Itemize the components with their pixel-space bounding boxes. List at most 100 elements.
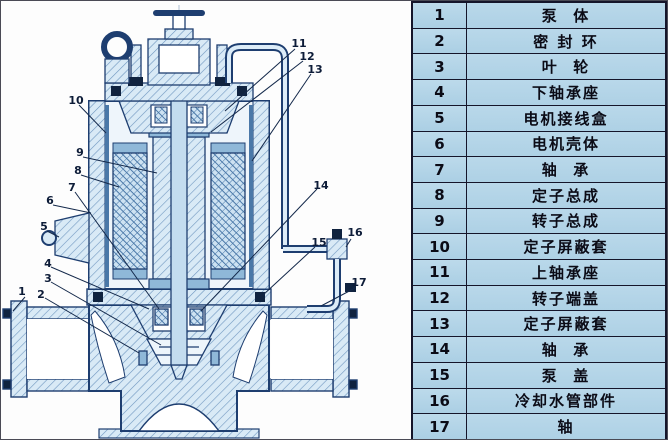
stator-end-winding — [210, 142, 246, 154]
callout-12: 12 — [299, 50, 314, 63]
callout-2: 2 — [37, 288, 45, 301]
seal-ring — [210, 350, 220, 366]
part-number-cell: 16 — [413, 388, 467, 414]
cooling-water-piping — [225, 43, 356, 313]
callout-4: 4 — [44, 257, 52, 270]
part-number-cell: 14 — [413, 337, 467, 362]
part-number-cell: 8 — [413, 182, 467, 208]
pump-body-base-pipework — [2, 300, 358, 398]
part-name-cell: 泵 体 — [467, 3, 665, 28]
part-number-cell: 13 — [413, 311, 467, 337]
eye-pedestal — [104, 58, 130, 84]
part-name-cell: 定子屏蔽套 — [467, 234, 665, 260]
part-number-cell: 6 — [413, 131, 467, 157]
table-row: 12 转子端盖 — [413, 285, 665, 312]
base-arch — [137, 403, 221, 432]
part-name-cell: 转子端盖 — [467, 285, 665, 311]
discharge-flange — [332, 300, 350, 398]
cover-bolt — [237, 86, 247, 96]
cooling-pipe-fitting — [326, 238, 348, 260]
part-number-cell: 3 — [413, 54, 467, 80]
bearing-upper — [190, 106, 204, 124]
callout-7: 7 — [68, 181, 76, 194]
table-row: 7 轴 承 — [413, 157, 665, 183]
table-row: 6 电机壳体 — [413, 131, 665, 158]
part-number-cell: 15 — [413, 362, 467, 388]
part-name-cell: 转子总成 — [467, 208, 665, 234]
stator-assembly — [210, 152, 246, 270]
flange-bolt — [348, 379, 358, 390]
part-number-cell: 4 — [413, 80, 467, 105]
table-row: 10 定子屏蔽套 — [413, 234, 665, 261]
pump-cross-section-diagram: 1 2 3 4 5 6 7 8 9 10 11 12 13 14 15 16 1… — [1, 1, 411, 439]
part-name-cell: 轴 承 — [467, 157, 665, 182]
motor-junction-box — [41, 212, 90, 264]
part-name-cell: 定子总成 — [467, 182, 665, 208]
table-row: 1 泵 体 — [413, 3, 665, 29]
cover-bolt — [93, 292, 103, 302]
callout-17: 17 — [351, 276, 366, 289]
part-number-cell: 11 — [413, 260, 467, 285]
stud-nut — [215, 77, 230, 86]
table-row: 15 泵 盖 — [413, 362, 665, 389]
table-row: 2 密 封 环 — [413, 28, 665, 55]
part-name-cell: 泵 盖 — [467, 362, 665, 388]
t-handle — [153, 10, 205, 16]
callout-11: 11 — [291, 37, 306, 50]
pipe-bore — [27, 319, 89, 379]
part-name-cell: 上轴承座 — [467, 260, 665, 285]
stator-end-winding — [112, 142, 148, 154]
bearing-lower — [189, 308, 204, 326]
table-row: 16 冷却水管部件 — [413, 388, 665, 415]
table-row: 5 电机接线盒 — [413, 105, 665, 132]
table-row: 8 定子总成 — [413, 182, 665, 209]
cover-bolt — [111, 86, 121, 96]
callout-10: 10 — [68, 94, 84, 107]
suction-flange — [10, 300, 28, 398]
table-row: 13 定子屏蔽套 — [413, 311, 665, 338]
part-name-cell: 冷却水管部件 — [467, 388, 665, 414]
table-row: 11 上轴承座 — [413, 260, 665, 286]
part-name-cell: 密 封 环 — [467, 28, 665, 54]
part-number-cell: 10 — [413, 234, 467, 260]
flange-bolt — [2, 308, 12, 319]
callout-13: 13 — [307, 63, 322, 76]
stator-end-winding — [112, 268, 148, 280]
motor-shell-wall — [252, 100, 270, 290]
part-number-cell: 7 — [413, 157, 467, 182]
part-name-cell: 定子屏蔽套 — [467, 311, 665, 337]
part-name-cell: 下轴承座 — [467, 80, 665, 105]
callout-5: 5 — [40, 220, 48, 233]
callout-9: 9 — [76, 146, 84, 159]
pump-drawing-svg: 1 2 3 4 5 6 7 8 9 10 11 12 13 14 15 16 1… — [2, 5, 367, 439]
flow-channel-left — [90, 310, 126, 384]
stator-assembly — [112, 152, 148, 270]
part-name-cell: 电机壳体 — [467, 131, 665, 157]
callout-14: 14 — [313, 179, 329, 192]
pipe-wall — [26, 378, 90, 392]
cap-nut — [164, 28, 194, 40]
part-name-cell: 叶 轮 — [467, 54, 665, 80]
cable-gland — [41, 230, 57, 246]
pipe-wall — [270, 378, 334, 392]
stator-shield-sleeve-left — [105, 105, 109, 287]
callout-16: 16 — [347, 226, 363, 239]
bearing-lower — [154, 308, 169, 326]
callout-1: 1 — [18, 285, 26, 298]
callout-3: 3 — [44, 272, 52, 285]
table-row: 3 叶 轮 — [413, 54, 665, 81]
part-number-cell: 12 — [413, 285, 467, 311]
flow-channel-right — [232, 310, 268, 384]
cover-bolt — [255, 292, 265, 302]
seal-ring — [138, 350, 148, 366]
motor-housing — [88, 96, 270, 366]
top-assembly — [101, 10, 254, 102]
part-name-cell: 轴 承 — [467, 337, 665, 362]
part-name-cell: 电机接线盒 — [467, 105, 665, 131]
pipe-wall — [26, 306, 90, 320]
table-row: 14 轴 承 — [413, 337, 665, 363]
pump-shaft — [170, 96, 188, 366]
callout-leader-lines — [12, 48, 356, 354]
table-row: 4 下轴承座 — [413, 80, 665, 106]
flange-bolt — [2, 379, 12, 390]
